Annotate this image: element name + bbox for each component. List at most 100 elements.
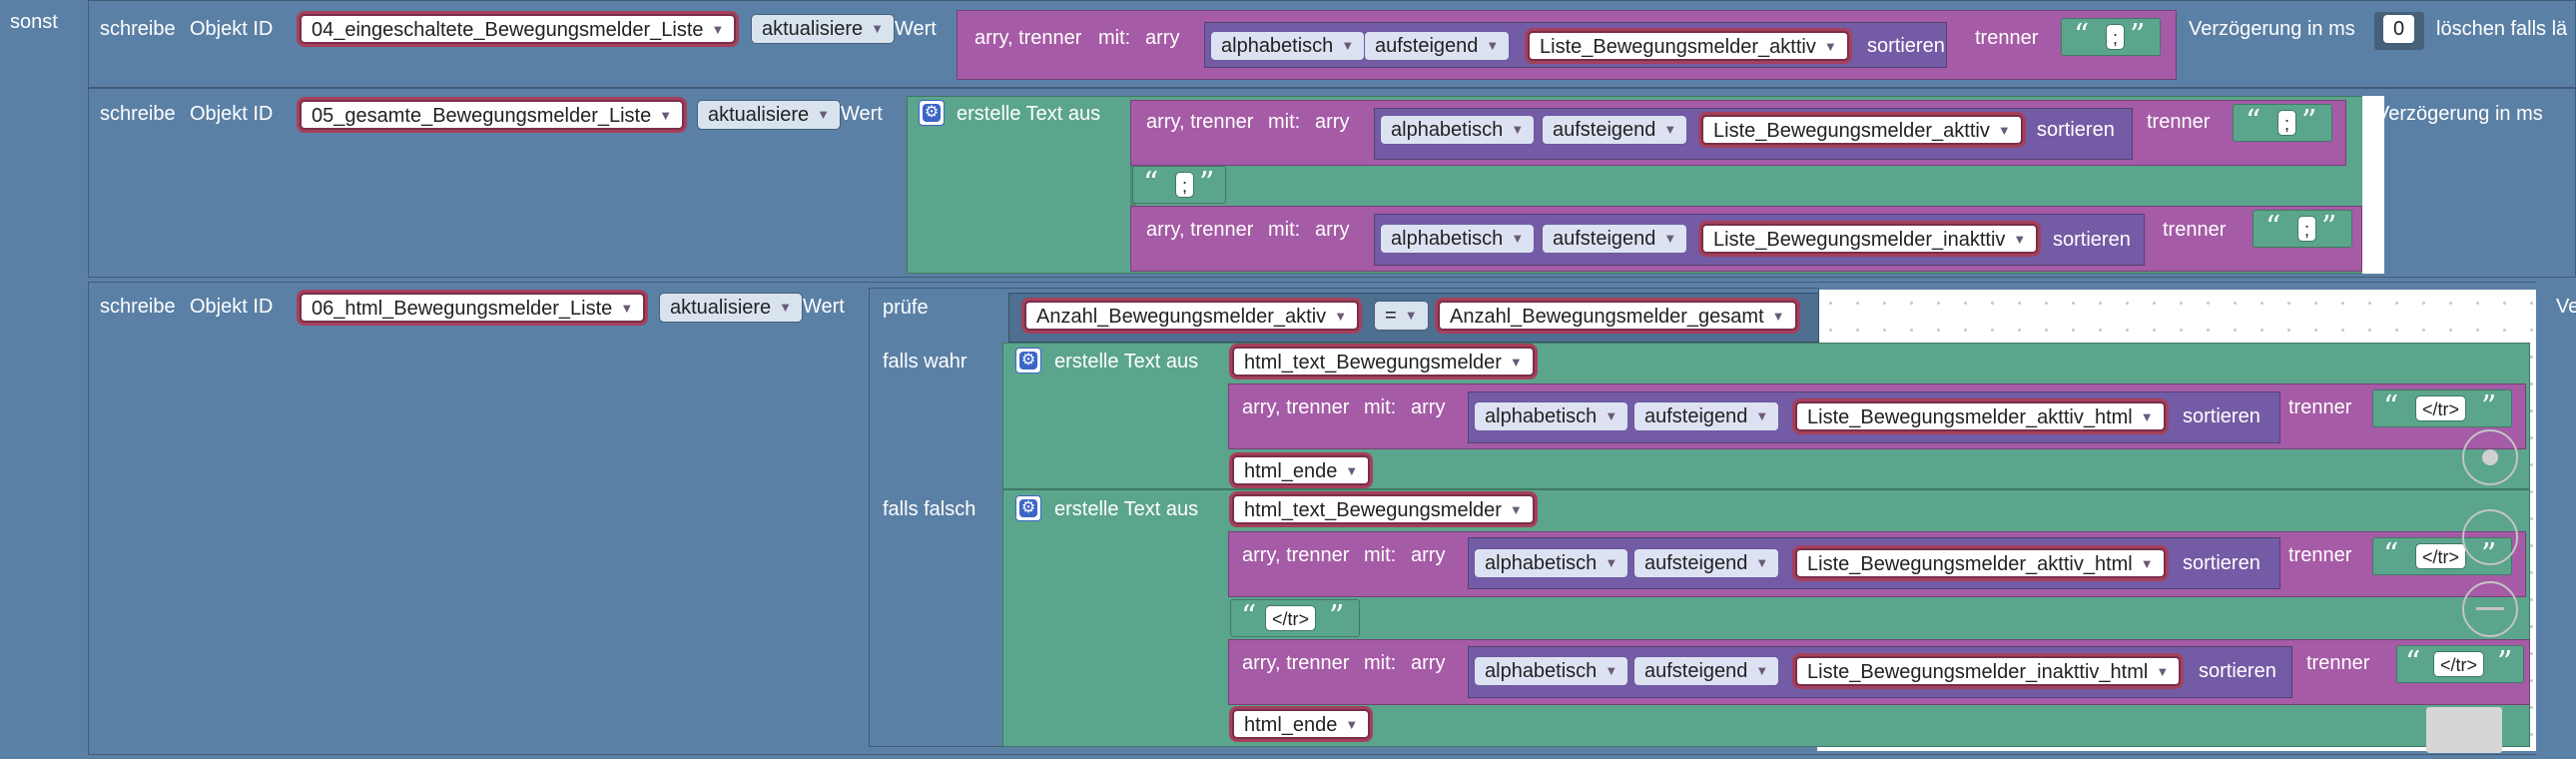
html-end-variable[interactable]: html_ende▼ (1232, 455, 1371, 485)
separator-input[interactable]: </tr> (2433, 651, 2485, 677)
zoom-out-bar (2476, 607, 2504, 610)
separator-text-block[interactable]: “ ; ” (2061, 18, 2161, 56)
dropdown-caret-icon[interactable]: ▼ (1334, 309, 1348, 324)
sort-type-dropdown[interactable]: alphabetisch▼ (1474, 401, 1629, 431)
separator-text-block[interactable]: “ ; ” (2233, 104, 2332, 142)
middle-text-input[interactable]: </tr> (1265, 605, 1317, 631)
trenner-label: trenner (2147, 111, 2211, 133)
list-variable-dropdown[interactable]: Liste_Bewegungsmelder_inakttiv▼ (1701, 224, 2039, 254)
sort-order-dropdown[interactable]: aufsteigend▼ (1542, 224, 1688, 254)
sortieren-label: sortieren (1867, 35, 1945, 57)
dropdown-caret-icon[interactable]: ▼ (711, 22, 725, 37)
list-variable-dropdown[interactable]: Liste_Bewegungsmelder_akttiv▼ (1701, 115, 2023, 145)
sort-order-dropdown[interactable]: aufsteigend▼ (1364, 31, 1511, 61)
dropdown-caret-icon[interactable]: ▼ (1486, 38, 1500, 53)
separator-text-block[interactable]: “ ; ” (2253, 210, 2352, 248)
schreibe-label: schreibe (100, 103, 176, 125)
sort-order-dropdown[interactable]: aufsteigend▼ (1542, 115, 1688, 145)
dropdown-caret-icon[interactable]: ▼ (1663, 122, 1677, 137)
sonst-frame[interactable] (0, 0, 90, 759)
dropdown-caret-icon[interactable]: ▼ (817, 107, 831, 122)
middle-text-block[interactable]: “ </tr> ” (1230, 599, 1360, 637)
list-variable-dropdown[interactable]: Liste_Bewegungsmelder_inakttiv_html▼ (1795, 656, 2182, 686)
gear-icon[interactable]: ⚙ (919, 100, 945, 126)
mode-dropdown-3[interactable]: aktualisiere▼ (659, 293, 804, 323)
compare-operator-dropdown[interactable]: =▼ (1374, 301, 1429, 331)
mit-label: mit: (1268, 111, 1301, 133)
separator-input[interactable]: </tr> (2415, 395, 2467, 421)
dropdown-caret-icon[interactable]: ▼ (1771, 309, 1785, 324)
sort-type-dropdown[interactable]: alphabetisch▼ (1380, 224, 1536, 254)
sort-type-dropdown[interactable]: alphabetisch▼ (1380, 115, 1536, 145)
arry-trenner-label: arry, trenner (1146, 111, 1254, 133)
dropdown-caret-icon[interactable]: ▼ (1755, 663, 1769, 678)
zoom-in-icon[interactable] (2462, 509, 2518, 565)
workspace-center-icon[interactable] (2462, 429, 2518, 485)
separator-input[interactable]: </tr> (2415, 543, 2467, 569)
dropdown-caret-icon[interactable]: ▼ (1605, 555, 1618, 570)
list-variable-dropdown[interactable]: Liste_Bewegungsmelder_akttiv_html▼ (1795, 548, 2166, 578)
dropdown-caret-icon[interactable]: ▼ (2156, 664, 2170, 679)
trash-icon[interactable] (2426, 707, 2502, 753)
dropdown-caret-icon[interactable]: ▼ (2013, 232, 2027, 247)
close-quote-icon: ” (2481, 389, 2497, 424)
open-quote-icon: “ (2405, 645, 2421, 680)
compare-left-variable[interactable]: Anzahl_Bewegungsmelder_aktiv▼ (1024, 301, 1360, 331)
object-id-dropdown-1[interactable]: 04_eingeschaltete_Bewegungsmelder_Liste▼ (300, 14, 737, 44)
dropdown-caret-icon[interactable]: ▼ (1823, 39, 1837, 54)
sort-type-dropdown[interactable]: alphabetisch▼ (1474, 548, 1629, 578)
object-id-dropdown-2[interactable]: 05_gesamte_Bewegungsmelder_Liste▼ (300, 100, 685, 130)
html-end-variable[interactable]: html_ende▼ (1232, 709, 1371, 739)
mit-label: mit: (1364, 396, 1397, 418)
close-quote-icon: ” (2130, 18, 2146, 53)
mode-dropdown-2[interactable]: aktualisiere▼ (697, 100, 842, 130)
dropdown-caret-icon[interactable]: ▼ (1511, 231, 1525, 246)
sort-type-dropdown[interactable]: alphabetisch▼ (1474, 656, 1629, 686)
middle-text-input[interactable]: ; (1175, 172, 1195, 198)
separator-text-block[interactable]: “ </tr> ” (2372, 389, 2512, 427)
html-text-variable[interactable]: html_text_Bewegungsmelder▼ (1232, 494, 1535, 524)
dropdown-caret-icon[interactable]: ▼ (1663, 231, 1677, 246)
dropdown-caret-icon[interactable]: ▼ (1341, 38, 1355, 53)
separator-input[interactable]: ; (2277, 110, 2297, 136)
dropdown-caret-icon[interactable]: ▼ (779, 300, 793, 315)
gear-icon[interactable]: ⚙ (1015, 495, 1041, 521)
dropdown-caret-icon[interactable]: ▼ (1511, 122, 1525, 137)
separator-text-block[interactable]: “ </tr> ” (2396, 645, 2524, 683)
vertical-scrollbar[interactable] (2562, 519, 2574, 755)
dropdown-caret-icon[interactable]: ▼ (1755, 408, 1769, 423)
separator-input[interactable]: ; (2106, 24, 2126, 50)
dropdown-caret-icon[interactable]: ▼ (871, 21, 885, 36)
list-variable-dropdown[interactable]: Liste_Bewegungsmelder_akttiv_html▼ (1795, 401, 2166, 431)
sort-order-dropdown[interactable]: aufsteigend▼ (1633, 548, 1780, 578)
dropdown-caret-icon[interactable]: ▼ (1605, 663, 1618, 678)
list-variable-dropdown[interactable]: Liste_Bewegungsmelder_akttiv▼ (1528, 31, 1849, 61)
dropdown-caret-icon[interactable]: ▼ (2140, 409, 2154, 424)
open-quote-icon: “ (2383, 537, 2399, 572)
object-id-dropdown-3[interactable]: 06_html_Bewegungsmelder_Liste▼ (300, 293, 646, 323)
dropdown-caret-icon[interactable]: ▼ (659, 108, 673, 123)
dropdown-caret-icon[interactable]: ▼ (2140, 556, 2154, 571)
dropdown-caret-icon[interactable]: ▼ (1605, 408, 1618, 423)
html-text-variable[interactable]: html_text_Bewegungsmelder▼ (1232, 347, 1535, 377)
dropdown-caret-icon[interactable]: ▼ (1345, 463, 1359, 478)
pruefe-label: prüfe (883, 297, 929, 319)
dropdown-caret-icon[interactable]: ▼ (1755, 555, 1769, 570)
dropdown-caret-icon[interactable]: ▼ (620, 301, 634, 316)
delay-input[interactable]: 0 (2382, 14, 2416, 44)
dropdown-caret-icon[interactable]: ▼ (1509, 355, 1523, 370)
separator-input[interactable]: ; (2297, 216, 2317, 242)
open-quote-icon: “ (2074, 18, 2090, 53)
mode-dropdown-1[interactable]: aktualisiere▼ (751, 14, 896, 44)
compare-right-variable[interactable]: Anzahl_Bewegungsmelder_gesamt▼ (1438, 301, 1797, 331)
sort-type-dropdown[interactable]: alphabetisch▼ (1210, 31, 1366, 61)
gear-icon[interactable]: ⚙ (1015, 348, 1041, 374)
sort-order-dropdown[interactable]: aufsteigend▼ (1633, 401, 1780, 431)
dropdown-caret-icon[interactable]: ▼ (1997, 123, 2011, 138)
dropdown-caret-icon[interactable]: ▼ (1404, 308, 1418, 323)
zoom-out-icon[interactable] (2462, 581, 2518, 637)
dropdown-caret-icon[interactable]: ▼ (1345, 717, 1359, 732)
sort-order-dropdown[interactable]: aufsteigend▼ (1633, 656, 1780, 686)
dropdown-caret-icon[interactable]: ▼ (1509, 502, 1523, 517)
middle-text-block[interactable]: “ ; ” (1132, 166, 1226, 204)
